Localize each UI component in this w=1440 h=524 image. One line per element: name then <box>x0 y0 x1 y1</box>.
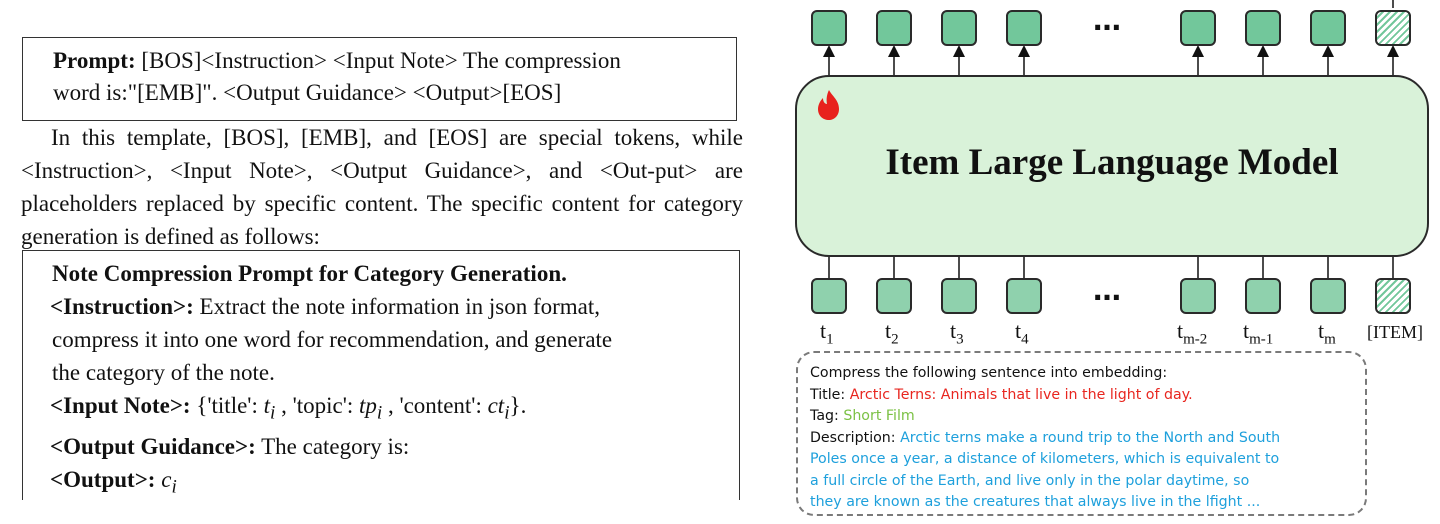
input-var-content-sub: i <box>504 402 510 424</box>
input-note-label: <Input Note>: <box>50 393 191 418</box>
output-ellipsis: … <box>1093 4 1122 37</box>
input-var-title: t <box>263 393 270 418</box>
input-note-part-4: }. <box>509 393 527 418</box>
embed-tag-label: Tag: <box>810 408 844 424</box>
embed-tag-row: Tag: Short Film <box>810 406 1365 428</box>
output-guidance-row: <Output Guidance>: The category is: <box>50 430 729 463</box>
input-note-part-2: , 'topic': <box>275 393 359 418</box>
prompt-label: Prompt: <box>53 48 136 73</box>
token-label-5: tm-2 <box>1177 318 1208 348</box>
input-note-part-3: , 'content': <box>382 393 488 418</box>
input-var-topic-sub: i <box>376 402 383 424</box>
output-token-4 <box>1006 10 1042 46</box>
item-llm-block <box>795 75 1429 257</box>
embed-title-value: Arctic Terns: Animals that live in the l… <box>849 386 1193 403</box>
input-var-title-sub: i <box>269 402 276 424</box>
input-token-1 <box>811 278 847 314</box>
embed-title-label: Title: <box>810 386 850 403</box>
note-prompt-title: Note Compression Prompt for Category Gen… <box>52 261 567 286</box>
input-token-5 <box>1180 278 1216 314</box>
input-token-2 <box>876 278 912 314</box>
token-label-1: t1 <box>820 318 834 348</box>
input-note-part-1: {'title': <box>190 393 264 418</box>
output-token-2 <box>876 10 912 46</box>
flame-icon <box>818 90 839 120</box>
prompt-line-1: Prompt: [BOS]<Instruction> <Input Note> … <box>53 45 724 77</box>
output-guidance-label: <Output Guidance>: <box>50 433 256 459</box>
item-token-label: [ITEM] <box>1367 322 1423 342</box>
output-token-1 <box>811 10 847 46</box>
output-item-token <box>1375 10 1411 46</box>
token-label-3: t3 <box>950 318 964 348</box>
input-var-topic: tp <box>358 393 377 418</box>
input-item-token <box>1375 278 1411 314</box>
instruction-label: <Instruction>: <box>50 294 194 319</box>
model-title: Item Large Language Model <box>885 142 1339 183</box>
embed-title-row: Title: Arctic Terns: Animals that live i… <box>810 385 1365 407</box>
input-token-7 <box>1310 278 1346 314</box>
embed-tag-value: Short Film <box>843 408 915 424</box>
output-label: <Output>: <box>50 466 156 492</box>
embed-desc-label: Description: <box>810 429 901 446</box>
output-guidance-text: The category is: <box>255 433 410 459</box>
embedding-example-box: Compress the following sentence into emb… <box>796 351 1367 516</box>
input-token-4 <box>1006 278 1042 314</box>
template-description-paragraph: In this template, [BOS], [EMB], and [EOS… <box>21 125 743 249</box>
token-label-7: tm <box>1318 318 1336 348</box>
embed-header: Compress the following sentence into emb… <box>810 365 1168 381</box>
embed-desc-line-4: they are known as the creatures that alw… <box>810 494 1261 510</box>
input-token-6 <box>1245 278 1281 314</box>
embed-desc-line-1: Arctic terns make a round trip to the No… <box>900 429 1281 446</box>
input-var-content: ct <box>487 393 505 418</box>
token-label-4: t4 <box>1015 318 1029 348</box>
instruction-row: <Instruction>: Extract the note informat… <box>50 290 729 323</box>
prompt-line-2: word is:"[EMB]". <Output Guidance> <Outp… <box>53 80 562 105</box>
note-compression-prompt-box: Note Compression Prompt for Category Gen… <box>22 250 740 500</box>
output-token-6 <box>1245 10 1281 46</box>
output-row: <Output>: ci <box>50 463 729 504</box>
output-token-5 <box>1180 10 1216 46</box>
embed-desc-row: Description: Arctic terns make a round t… <box>810 428 1365 450</box>
prompt-template-box: Prompt: [BOS]<Instruction> <Input Note> … <box>22 37 737 121</box>
output-var: c <box>161 466 172 492</box>
output-token-3 <box>941 10 977 46</box>
token-label-2: t2 <box>885 318 899 348</box>
output-var-sub: i <box>171 476 177 498</box>
input-token-3 <box>941 278 977 314</box>
input-ellipsis: … <box>1093 274 1122 307</box>
token-label-6: tm-1 <box>1243 318 1274 348</box>
input-note-row: <Input Note>: {'title': ti , 'topic': tp… <box>50 389 729 430</box>
instruction-text-1: Extract the note information in json for… <box>193 294 601 319</box>
embed-desc-line-2: Poles once a year, a distance of kilomet… <box>810 451 1280 467</box>
prompt-line-1-text: [BOS]<Instruction> <Input Note> The comp… <box>135 48 621 73</box>
embed-desc-line-3: a full circle of the Earth, and live onl… <box>810 472 1250 489</box>
instruction-text-2: compress it into one word for recommenda… <box>52 327 613 352</box>
instruction-text-3: the category of the note. <box>52 360 275 385</box>
output-token-7 <box>1310 10 1346 46</box>
